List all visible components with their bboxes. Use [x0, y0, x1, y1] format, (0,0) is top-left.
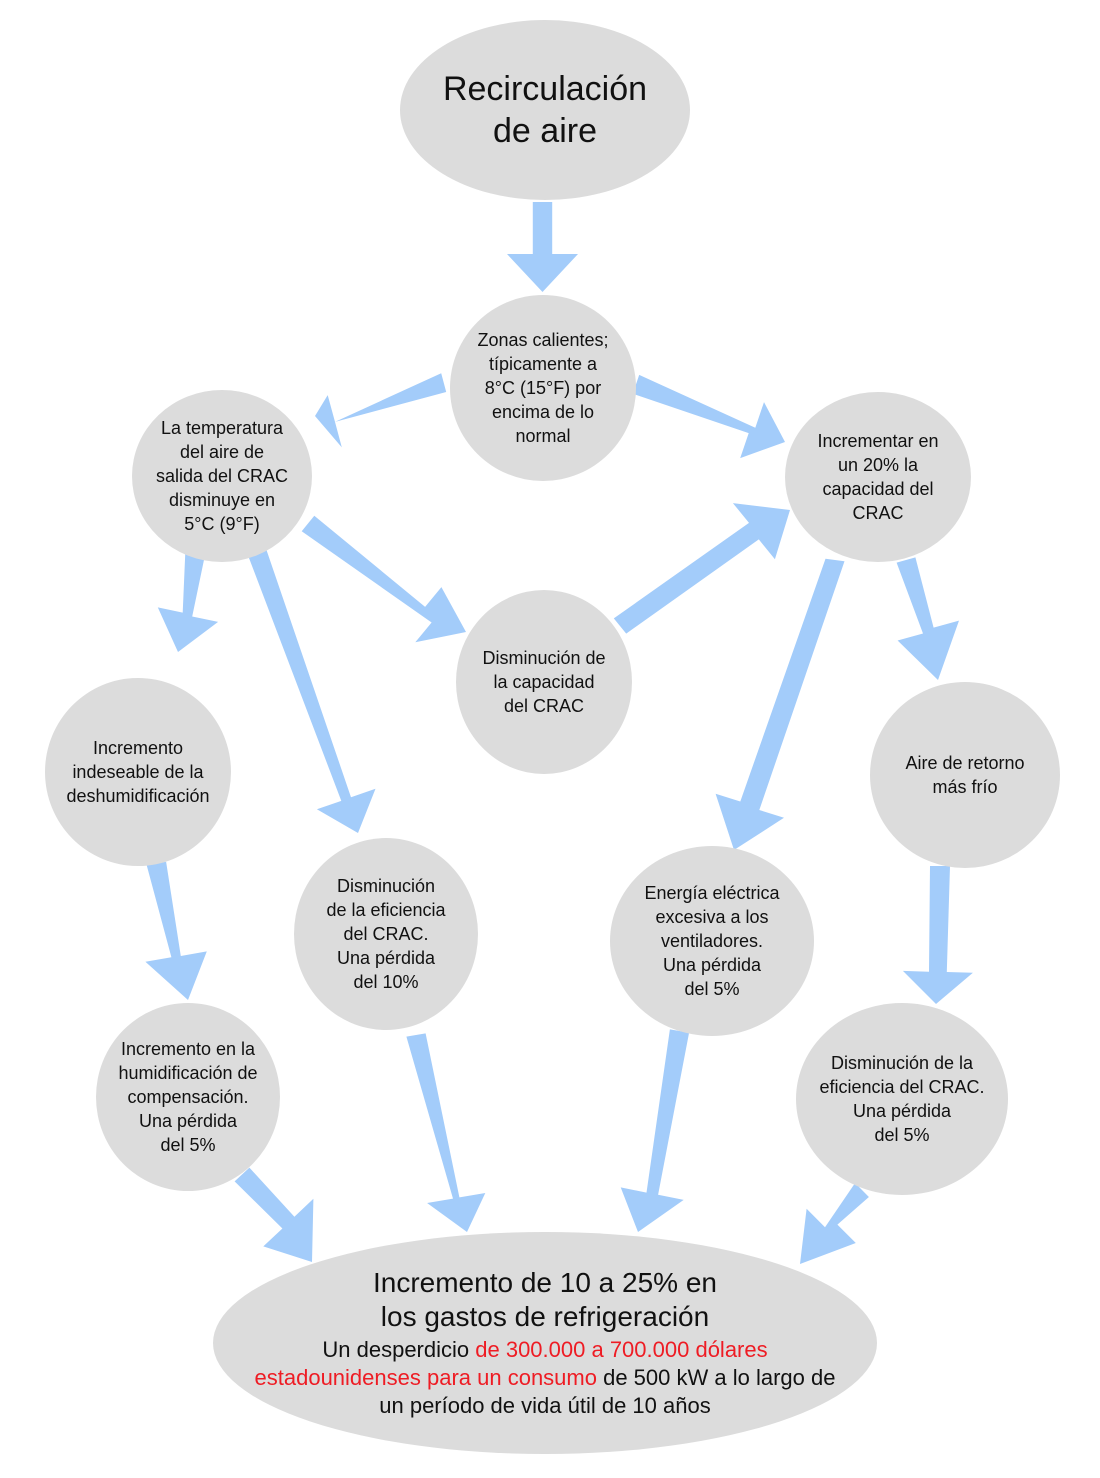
arrow-capdec-to-capacity — [613, 503, 790, 634]
arrow-capacity-to-fan — [715, 558, 845, 850]
node-efficiency-loss-5-label: Disminución de la eficiencia del CRAC. U… — [819, 1053, 985, 1145]
node-supply-temp-drop-label: La temperatura del aire de salida del CR… — [155, 418, 289, 534]
node-capacity-increase: Incrementar en un 20% la capacidad del C… — [785, 392, 971, 562]
cost-increase-headline: Incremento de 10 a 25% en los gastos de … — [372, 1267, 717, 1332]
node-capacity-increase-label: Incrementar en un 20% la capacidad del C… — [817, 431, 939, 523]
node-recirculation-label: Recirculación de aire — [442, 70, 648, 150]
node-recirculation: Recirculación de aire — [400, 20, 690, 200]
node-efficiency-loss-10: Disminución de la eficiencia del CRAC. U… — [294, 838, 478, 1030]
node-dehumidification-label: Incremento indeseable de la deshumidific… — [66, 738, 210, 806]
node-colder-return: Aire de retorno más frío — [870, 682, 1060, 868]
cost-increase-detail: Un desperdicio de 300.000 a 700.000 dóla… — [253, 1336, 837, 1420]
node-dehumidification: Incremento indeseable de la deshumidific… — [45, 678, 231, 866]
node-fan-energy-label: Energía eléctrica excesiva a los ventila… — [644, 883, 780, 999]
node-hot-zones: Zonas calientes; típicamente a 8°C (15°F… — [450, 295, 636, 481]
detail-part-1: Un desperdicio — [322, 1337, 476, 1362]
arrow-supply-to-capdec — [301, 515, 466, 643]
detail-part-2-highlight: de 300.000 a 700.000 dólares estadounide… — [254, 1337, 768, 1390]
arrow-recirc-to-hotzones — [507, 202, 578, 292]
detail-part-3: de 500 kW a lo largo de un período de vi… — [379, 1365, 836, 1418]
arrow-supply-to-eff10 — [247, 548, 376, 833]
arrow-supply-to-dehumid — [157, 552, 219, 652]
arrow-dehumid-to-humid — [145, 861, 207, 1000]
arrow-hotzones-to-supply — [315, 373, 447, 448]
arrow-eff5-to-total — [800, 1183, 869, 1264]
arrow-colder-to-eff5 — [902, 866, 973, 1004]
arrow-capacity-to-colder — [896, 557, 959, 680]
node-colder-return-label: Aire de retorno más frío — [905, 753, 1025, 797]
arrow-eff10-to-total — [406, 1033, 486, 1232]
arrow-hotzones-to-capacity — [632, 374, 785, 459]
node-capacity-decrease-label: Disminución de la capacidad del CRAC — [482, 648, 606, 716]
node-humidification-label: Incremento en la humidificación de compe… — [118, 1039, 258, 1155]
node-fan-energy: Energía eléctrica excesiva a los ventila… — [610, 846, 814, 1036]
node-humidification: Incremento en la humidificación de compe… — [96, 1003, 280, 1191]
node-supply-temp-drop: La temperatura del aire de salida del CR… — [132, 390, 312, 562]
node-efficiency-loss-5: Disminución de la eficiencia del CRAC. U… — [796, 1003, 1008, 1195]
node-capacity-decrease: Disminución de la capacidad del CRAC — [456, 590, 632, 774]
node-hot-zones-label: Zonas calientes; típicamente a 8°C (15°F… — [477, 330, 609, 446]
node-efficiency-loss-10-label: Disminución de la eficiencia del CRAC. U… — [326, 876, 446, 992]
arrow-humid-to-total — [234, 1167, 314, 1262]
node-cost-increase: Incremento de 10 a 25% en los gastos de … — [213, 1232, 877, 1454]
arrow-fan-to-total — [620, 1029, 690, 1232]
